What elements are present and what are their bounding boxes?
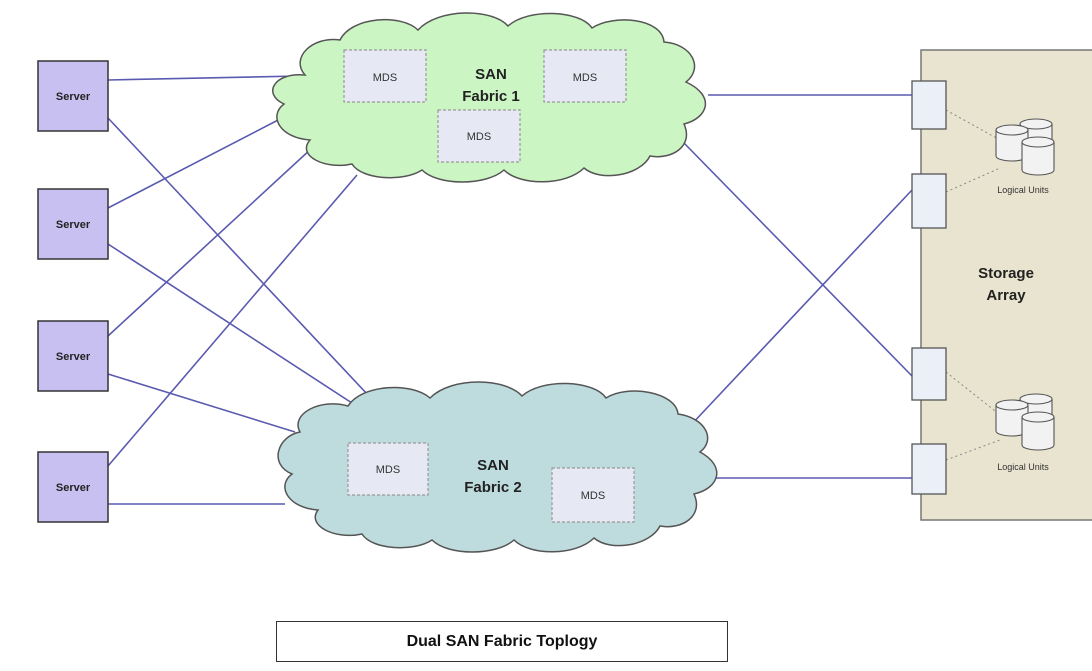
link-f2-p2 (689, 189, 913, 427)
san-fabric-2-title-line2: Fabric 2 (464, 479, 522, 496)
storage-title-line1: Storage (978, 265, 1034, 282)
link-s3-f1 (107, 147, 313, 337)
mds-switch (347, 442, 429, 496)
mds-switch (343, 49, 427, 103)
link-s3-f2 (107, 373, 296, 433)
link-s2-f2 (107, 243, 356, 406)
mds-switch-label: MDS (581, 490, 605, 502)
mds-switch (543, 49, 627, 103)
mds-switch-label: MDS (573, 72, 597, 84)
storage-port-3 (911, 347, 947, 401)
san-fabric-2: MDS MDS SAN Fabric 2 (277, 381, 718, 553)
logical-units-1-icon (995, 118, 1055, 176)
logical-units-2-icon (995, 393, 1055, 451)
san-fabric-1-title-line1: SAN (475, 66, 507, 83)
link-s4-f1 (107, 174, 358, 467)
server-4-label: Server (56, 482, 91, 494)
server-2-label: Server (56, 219, 91, 231)
logical-units-1-label: Logical Units (997, 185, 1049, 195)
lun-leaders (945, 109, 1001, 461)
link-s1-f1 (107, 75, 301, 81)
storage-port-2 (911, 173, 947, 229)
server-1-label: Server (56, 91, 91, 103)
server-1 (37, 60, 109, 132)
mds-switch-label: MDS (467, 131, 491, 143)
san-fabric-1: MDS MDS MDS SAN Fabric 1 (272, 12, 706, 183)
servers: Server Server Server Server (37, 60, 109, 523)
links (107, 75, 913, 505)
mds-switch-label: MDS (376, 464, 400, 476)
link-s2-f1 (107, 117, 283, 209)
san-fabric-1-title-line2: Fabric 1 (462, 88, 520, 105)
mds-switch (437, 109, 521, 163)
logical-units-2-label: Logical Units (997, 462, 1049, 472)
diagram-caption: Dual SAN Fabric Toplogy (276, 621, 728, 662)
storage-array-box (920, 49, 1092, 521)
mds-switch (551, 467, 635, 523)
mds-switch-label: MDS (373, 72, 397, 84)
storage-port-4 (911, 443, 947, 495)
server-2 (37, 188, 109, 260)
storage-array: Storage Array Logical Units Logical Unit… (911, 49, 1092, 521)
link-s1-f2 (107, 117, 369, 396)
storage-port-1 (911, 80, 947, 130)
link-f1-p3 (683, 142, 913, 377)
server-3-label: Server (56, 351, 91, 363)
storage-title-line2: Array (986, 287, 1026, 304)
server-4 (37, 451, 109, 523)
san-fabric-2-title-line1: SAN (477, 457, 509, 474)
server-3 (37, 320, 109, 392)
